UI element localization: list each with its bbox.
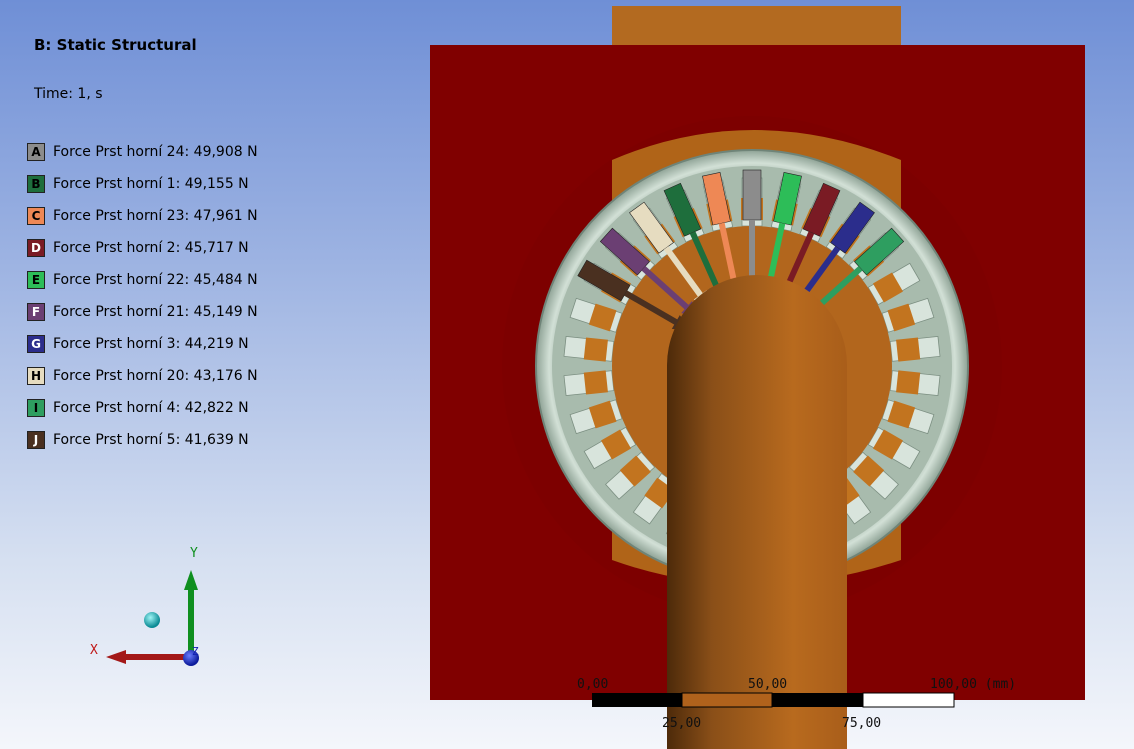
- legend-item-e[interactable]: E Force Prst horní 22: 45,484 N: [27, 264, 258, 296]
- legend-item-h[interactable]: H Force Prst horní 20: 43,176 N: [27, 360, 258, 392]
- legend-swatch-j: J: [27, 431, 45, 449]
- legend-letter-h: H: [30, 369, 42, 383]
- legend-swatch-i: I: [27, 399, 45, 417]
- legend-swatch-b: B: [27, 175, 45, 193]
- time-label: Time: 1, s: [34, 86, 103, 102]
- finger-cylinder: [667, 275, 847, 749]
- legend-swatch-d: D: [27, 239, 45, 257]
- legend-item-b[interactable]: B Force Prst horní 1: 49,155 N: [27, 168, 258, 200]
- scale-label-100: 100,00 (mm): [930, 677, 1016, 692]
- legend-swatch-h: H: [27, 367, 45, 385]
- legend-item-g[interactable]: G Force Prst horní 3: 44,219 N: [27, 328, 258, 360]
- scale-segment-1: [592, 693, 682, 707]
- legend-label-c: Force Prst horní 23: 47,961 N: [53, 208, 258, 224]
- legend-item-c[interactable]: C Force Prst horní 23: 47,961 N: [27, 200, 258, 232]
- ring-slot: [889, 370, 941, 397]
- triad-z-label: Z: [192, 645, 199, 658]
- legend-item-i[interactable]: I Force Prst horní 4: 42,822 N: [27, 392, 258, 424]
- legend-item-d[interactable]: D Force Prst horní 2: 45,717 N: [27, 232, 258, 264]
- triad-origin-icon: [183, 650, 199, 666]
- legend-letter-i: I: [33, 401, 39, 415]
- legend-letter-c: C: [31, 209, 41, 223]
- scale-label-50: 50,00: [748, 677, 787, 692]
- ring-slot: [867, 426, 921, 470]
- legend-swatch-c: C: [27, 207, 45, 225]
- legend-letter-g: G: [31, 337, 41, 351]
- legend-label-j: Force Prst horní 5: 41,639 N: [53, 432, 249, 448]
- legend-label-a: Force Prst horní 24: 49,908 N: [53, 144, 258, 160]
- triad-x-axis: [106, 650, 192, 664]
- legend-item-j[interactable]: J Force Prst horní 5: 41,639 N: [27, 424, 258, 456]
- force-legend: A Force Prst horní 24: 49,908 N B Force …: [27, 136, 258, 456]
- legend-letter-b: B: [31, 177, 41, 191]
- legend-label-b: Force Prst horní 1: 49,155 N: [53, 176, 249, 192]
- legend-swatch-a: A: [27, 143, 45, 161]
- legend-label-h: Force Prst horní 20: 43,176 N: [53, 368, 258, 384]
- legend-item-f[interactable]: F Force Prst horní 21: 45,149 N: [27, 296, 258, 328]
- ring-slot: [881, 297, 935, 333]
- legend-swatch-e: E: [27, 271, 45, 289]
- axis-triad[interactable]: Y X Z: [80, 540, 220, 680]
- triad-x-label: X: [90, 643, 98, 658]
- isometric-view-ball-icon[interactable]: [144, 612, 160, 628]
- triad-y-axis: [184, 570, 198, 656]
- ring-slot: [563, 335, 615, 362]
- scale-segment-3: [772, 693, 863, 707]
- legend-letter-d: D: [31, 241, 41, 255]
- analysis-title: B: Static Structural: [34, 36, 197, 54]
- legend-label-i: Force Prst horní 4: 42,822 N: [53, 400, 249, 416]
- scale-bar: 0,00 50,00 100,00 (mm) 25,00 75,00: [577, 677, 1016, 731]
- ring-slot: [848, 451, 899, 500]
- legend-letter-f: F: [31, 305, 41, 319]
- scale-segment-2: [681, 692, 773, 708]
- scale-label-0: 0,00: [577, 677, 608, 692]
- legend-label-e: Force Prst horní 22: 45,484 N: [53, 272, 258, 288]
- triad-y-label: Y: [190, 546, 198, 561]
- scale-label-75: 75,00: [842, 716, 881, 731]
- legend-swatch-g: G: [27, 335, 45, 353]
- legend-item-a[interactable]: A Force Prst horní 24: 49,908 N: [27, 136, 258, 168]
- legend-label-g: Force Prst horní 3: 44,219 N: [53, 336, 249, 352]
- ring-slot: [889, 335, 941, 362]
- legend-swatch-f: F: [27, 303, 45, 321]
- scale-segment-4: [862, 692, 955, 708]
- ring-slot: [881, 399, 935, 435]
- legend-letter-e: E: [31, 273, 41, 287]
- legend-label-d: Force Prst horní 2: 45,717 N: [53, 240, 249, 256]
- top-block: [612, 6, 901, 51]
- scale-label-25: 25,00: [662, 716, 701, 731]
- legend-label-f: Force Prst horní 21: 45,149 N: [53, 304, 258, 320]
- legend-letter-j: J: [33, 433, 39, 447]
- legend-letter-a: A: [31, 145, 41, 159]
- ring-slot: [605, 451, 656, 500]
- ring-slot: [563, 370, 615, 397]
